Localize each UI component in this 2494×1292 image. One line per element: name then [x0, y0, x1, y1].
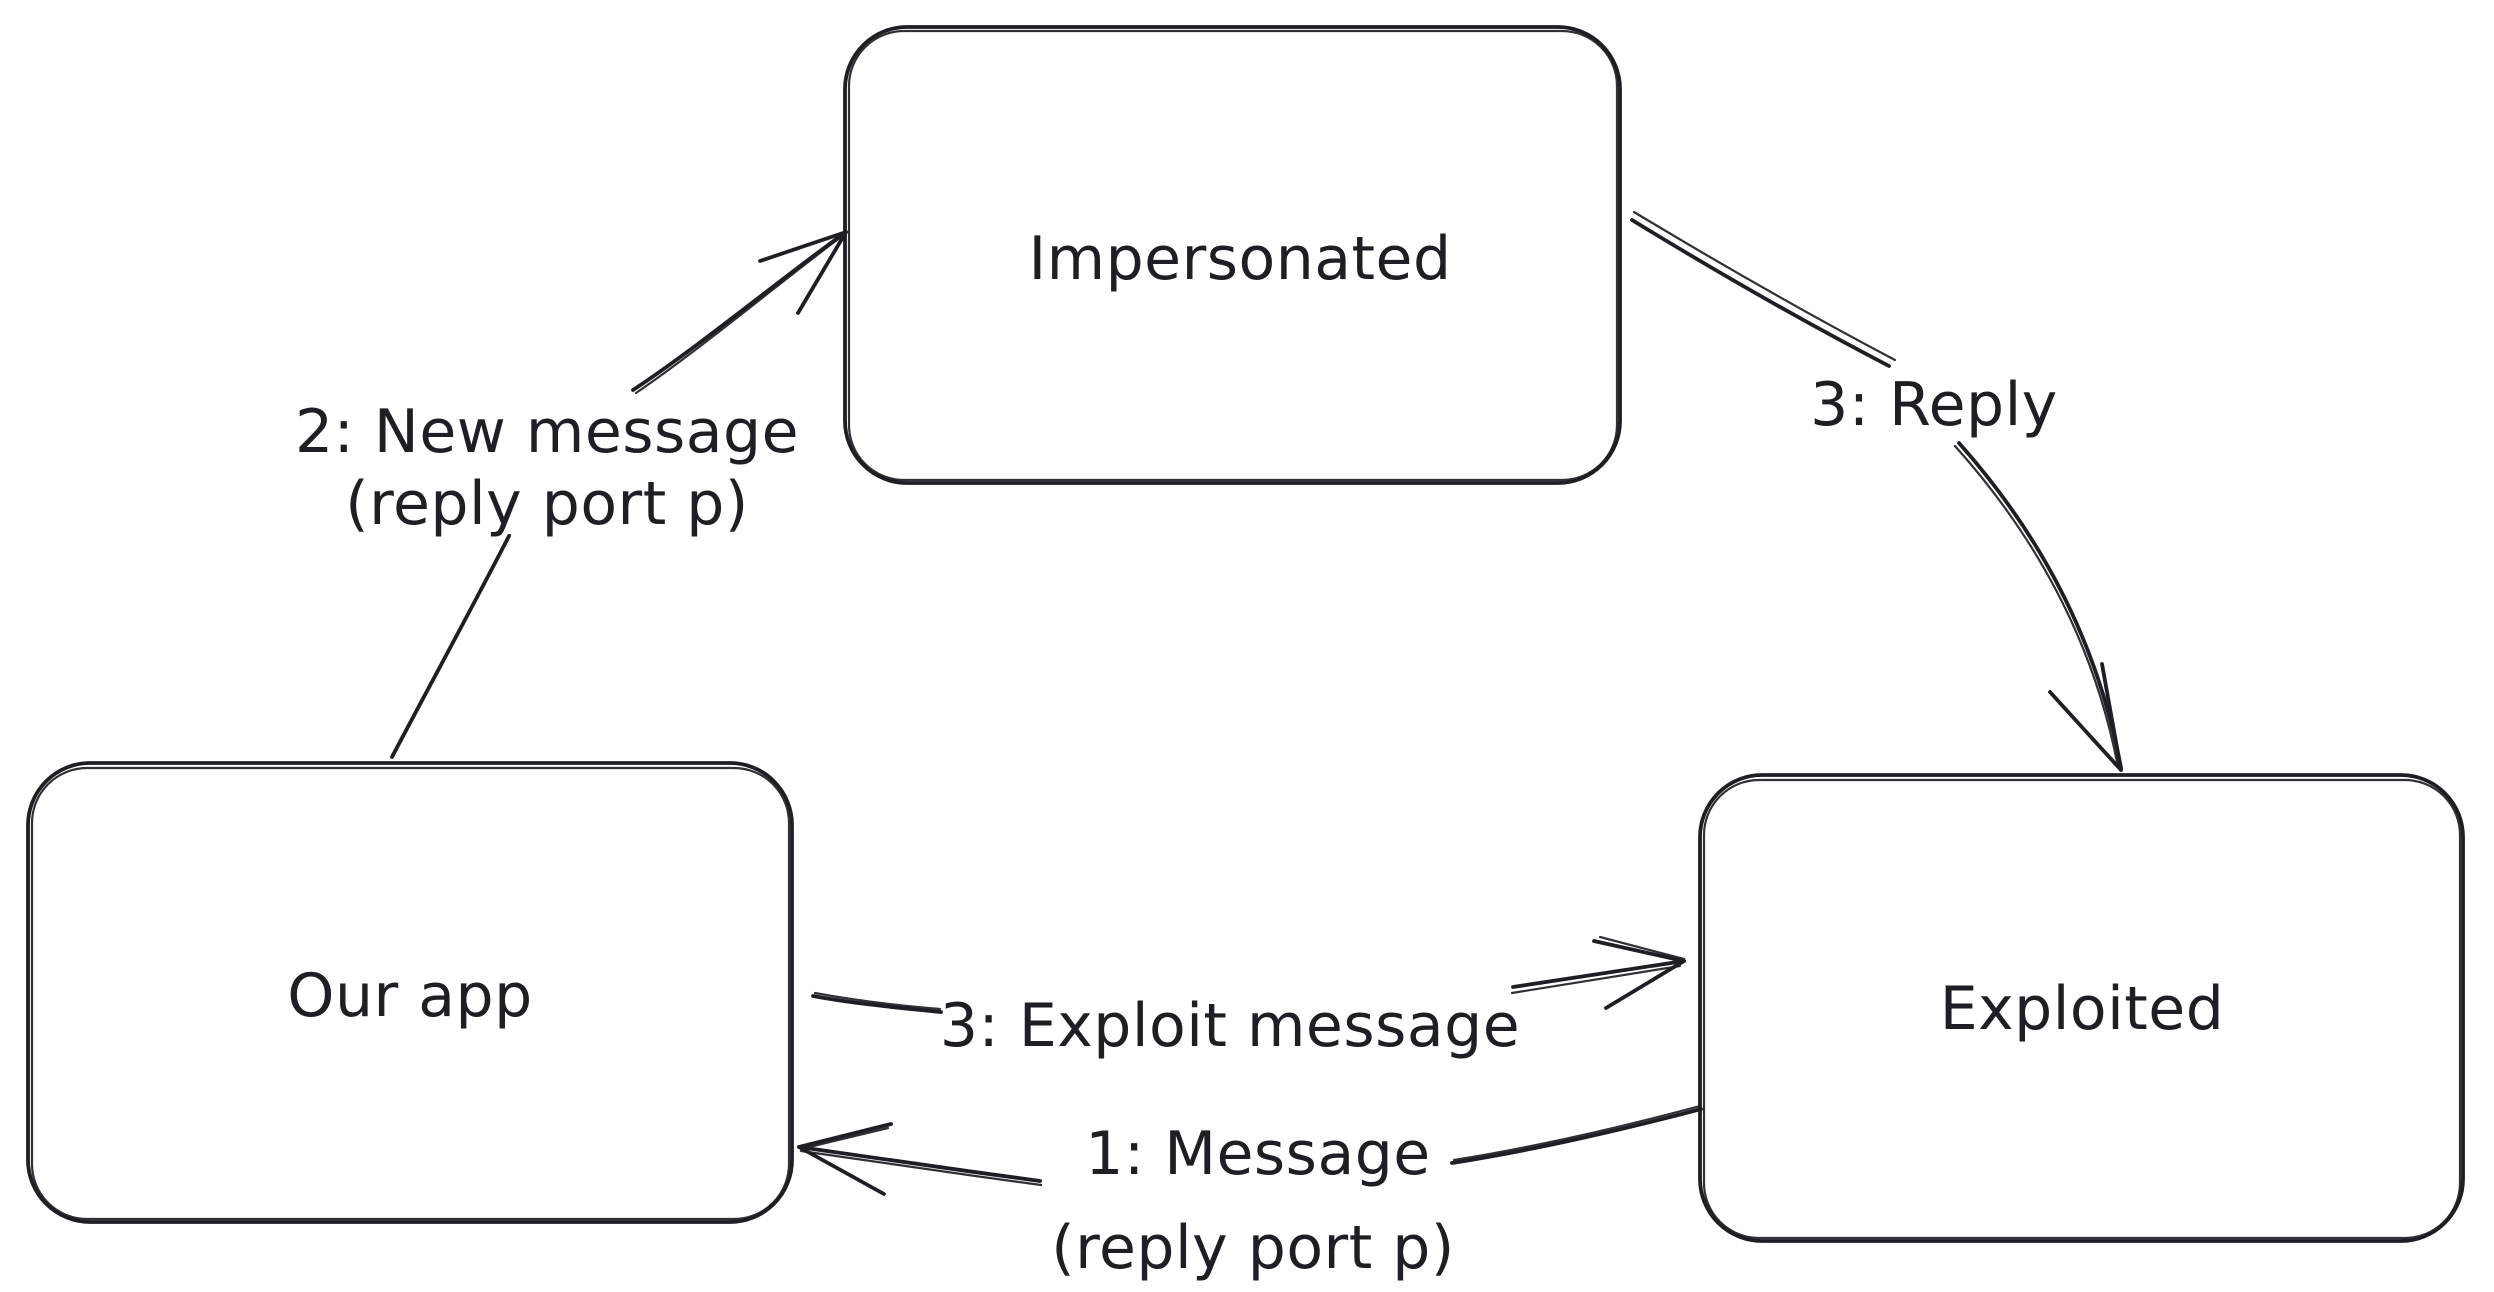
arrow-message-label-line1[interactable]: 1: Message: [1085, 1119, 1430, 1189]
arrow-reply-segment-lower-sketch: [1953, 444, 2120, 769]
arrow-message-label-line2[interactable]: (reply port p): [1051, 1213, 1455, 1283]
arrow-message-segment-left-sketch: [799, 1149, 1043, 1187]
arrow-new-message-segment-upper[interactable]: [631, 230, 848, 392]
node-our-app-box[interactable]: [26, 761, 794, 1224]
arrow-reply-arrowhead-icon: [2048, 662, 2123, 772]
arrow-exploit-message-segment-right[interactable]: [1511, 959, 1686, 989]
arrow-reply-segment-upper-sketch: [1632, 210, 1897, 362]
arrow-reply-label-line1[interactable]: 3: Reply: [1810, 370, 2058, 440]
node-exploited-label[interactable]: Exploited: [1940, 974, 2225, 1044]
arrow-exploit-message-segment-right-sketch: [1510, 964, 1682, 995]
arrow-reply-segment-lower[interactable]: [1957, 441, 2123, 770]
arrow-message-arrowhead-sketch: [799, 1126, 890, 1151]
arrow-new-message-arrowhead-icon: [758, 230, 848, 315]
arrow-new-message[interactable]: 2: New message (reply port p): [295, 230, 848, 759]
node-impersonated-box[interactable]: [843, 25, 1622, 485]
node-exploited[interactable]: Exploited: [1698, 773, 2465, 1243]
arrow-exploit-message-label-line1[interactable]: 3: Exploit message: [940, 991, 1520, 1061]
arrow-reply-segment-upper[interactable]: [1630, 218, 1891, 368]
arrow-message-segment-left[interactable]: [797, 1145, 1042, 1183]
node-our-app[interactable]: Our app: [26, 761, 794, 1224]
node-impersonated-box-sketch-stroke: [847, 29, 1619, 482]
node-impersonated[interactable]: Impersonated: [843, 25, 1622, 485]
arrow-exploit-message[interactable]: 3: Exploit message: [811, 935, 1686, 1061]
node-exploited-box-sketch-stroke: [1702, 778, 2462, 1240]
node-our-app-label[interactable]: Our app: [287, 961, 532, 1031]
arrow-new-message-segment-lower-sketch: [392, 533, 512, 756]
arrow-exploit-message-arrowhead-sketch: [1598, 935, 1686, 961]
arrow-message[interactable]: 1: Message (reply port p): [797, 1104, 1703, 1283]
arrow-new-message-label-line2[interactable]: (reply port p): [345, 469, 749, 539]
arrow-new-message-segment-upper-sketch: [634, 232, 847, 395]
arrow-reply[interactable]: 3: Reply: [1630, 210, 2123, 772]
node-our-app-box-sketch-stroke: [30, 766, 791, 1221]
arrow-new-message-label-line1[interactable]: 2: New message: [295, 397, 799, 467]
node-impersonated-label[interactable]: Impersonated: [1028, 224, 1451, 294]
arrow-message-segment-right-sketch: [1452, 1104, 1702, 1162]
arrow-exploit-message-segment-left[interactable]: [811, 994, 943, 1014]
arrow-message-arrowhead-icon: [797, 1122, 893, 1196]
arrow-exploit-message-arrowhead-icon: [1592, 939, 1686, 1010]
node-exploited-box[interactable]: [1698, 773, 2465, 1243]
arrow-message-segment-right[interactable]: [1450, 1107, 1703, 1165]
arrow-exploit-message-segment-left-sketch: [813, 991, 942, 1011]
